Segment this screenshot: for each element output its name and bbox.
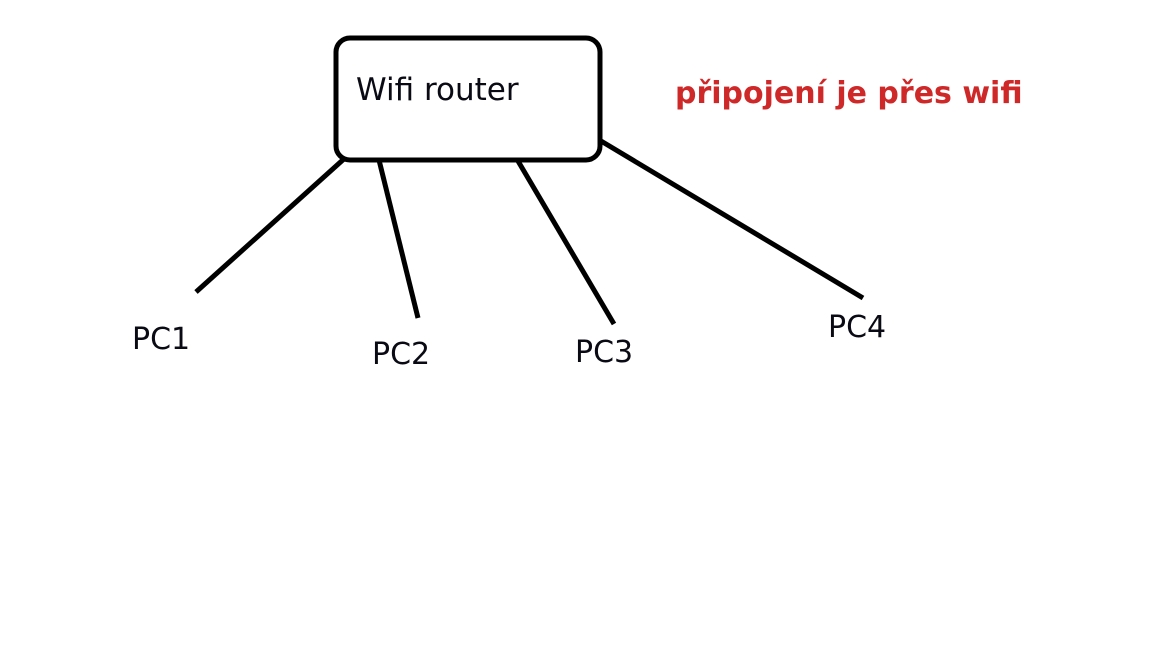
node-label-pc3: PC3 bbox=[575, 335, 633, 370]
connector-line-pc1 bbox=[194, 156, 347, 294]
connector-line-pc2 bbox=[376, 159, 421, 319]
router-box[interactable] bbox=[333, 35, 603, 163]
node-label-pc2: PC2 bbox=[372, 337, 430, 372]
router-label: Wifi router bbox=[356, 72, 519, 108]
connector-line-pc3 bbox=[515, 159, 617, 326]
node-label-pc4: PC4 bbox=[828, 310, 886, 345]
node-label-pc1: PC1 bbox=[132, 322, 190, 357]
connector-line-pc4 bbox=[599, 138, 865, 301]
annotation-text: připojení je přes wifi bbox=[675, 76, 1023, 111]
